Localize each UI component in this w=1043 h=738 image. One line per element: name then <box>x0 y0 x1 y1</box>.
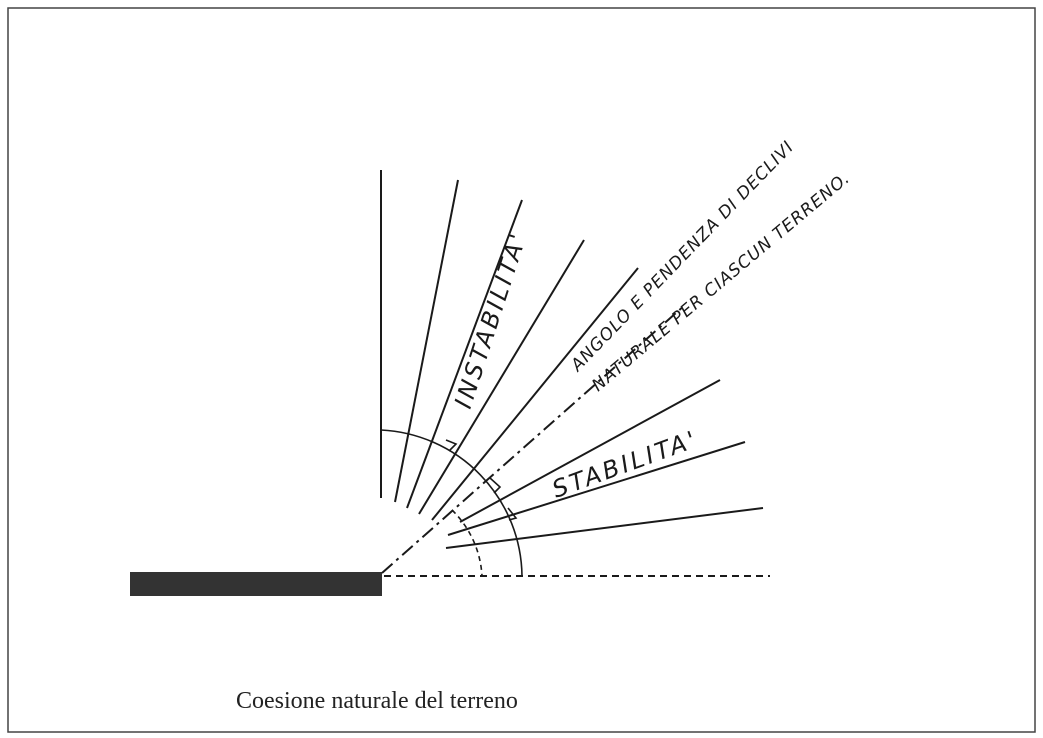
instability-label: INSTABILITA' <box>449 228 533 412</box>
stability-line <box>445 507 764 549</box>
arc-arrow-icon <box>445 439 458 452</box>
ground-slab <box>130 572 382 596</box>
page-frame <box>7 7 1036 733</box>
stability-label: STABILITA' <box>548 425 702 504</box>
instability-line <box>394 179 459 503</box>
inner-angle-arc <box>451 509 483 577</box>
stability-line <box>459 379 721 523</box>
outer-angle-arc <box>380 429 523 577</box>
arc-arrow-icon <box>507 507 518 521</box>
arc-arrow-icon <box>489 477 502 494</box>
instability-lines <box>394 179 639 521</box>
stability-line <box>447 441 746 536</box>
instability-line <box>418 239 585 515</box>
instability-line <box>406 199 523 509</box>
figure-caption: Coesione naturale del terreno <box>236 688 518 714</box>
stability-lines <box>445 379 764 549</box>
natural-slope-line <box>381 304 686 574</box>
instability-line <box>431 267 639 521</box>
